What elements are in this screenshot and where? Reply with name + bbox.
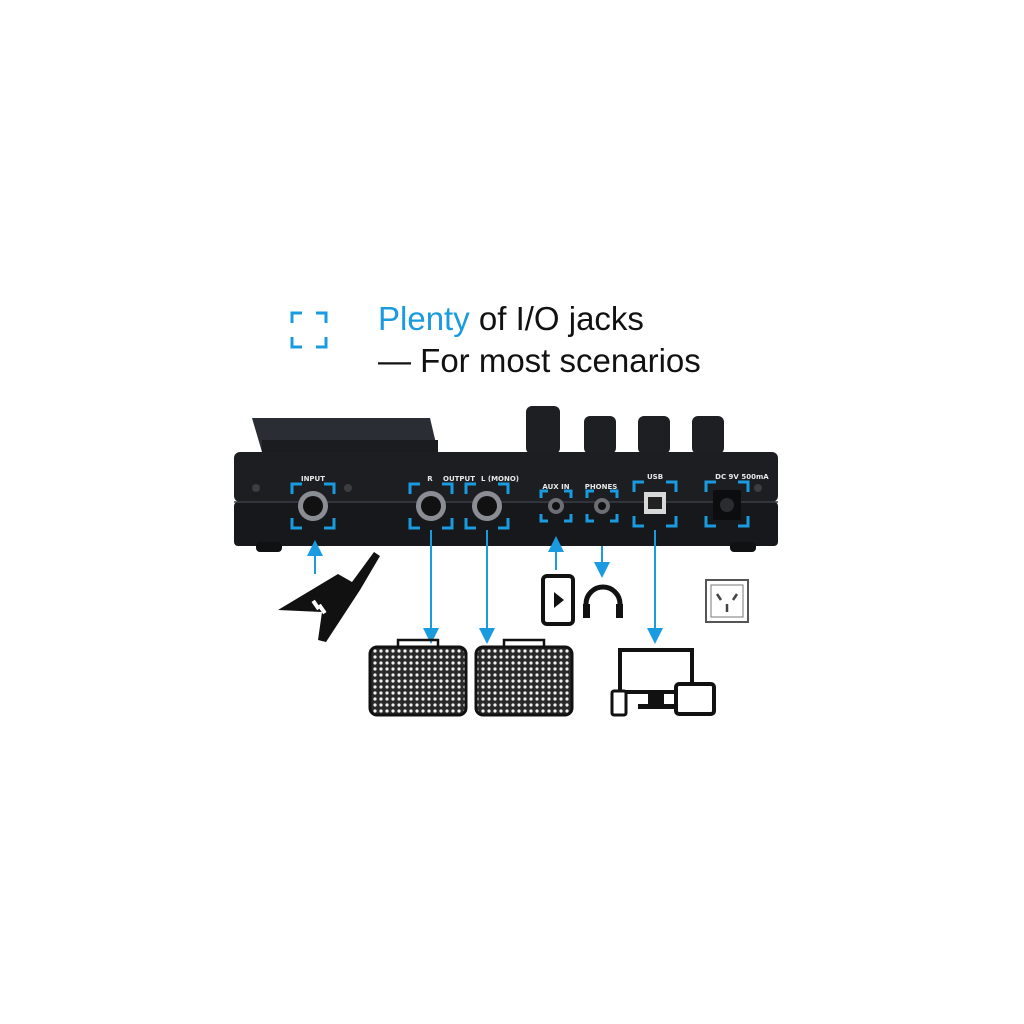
bracket-icon: [290, 311, 328, 349]
guitar-icon: [278, 552, 380, 642]
label-l-mono: L (MONO): [481, 475, 519, 483]
amplifier-icon: [474, 638, 574, 717]
headline-line2: — For most scenarios: [378, 342, 701, 379]
output-r-jack: [416, 491, 446, 521]
phones-jack: [594, 498, 610, 514]
headline-rest: of I/O jacks: [469, 300, 644, 337]
output-l-jack: [472, 491, 502, 521]
multi-effects-pedal: INPUT R OUTPUT L (MONO) AUX IN PHONES US…: [234, 406, 778, 552]
label-r: R: [427, 475, 433, 483]
aux-in-jack: [548, 498, 564, 514]
tablet-icon: [674, 682, 716, 716]
headline: Plenty of I/O jacks — For most scenarios: [378, 298, 701, 382]
knob-large: [526, 406, 560, 454]
label-dc: DC 9V: [715, 473, 739, 481]
phone-icon: [610, 689, 628, 717]
monitor-icon: [618, 648, 694, 709]
connection-arrows: [307, 530, 663, 644]
dc-power-jack: [713, 490, 741, 520]
label-usb: USB: [647, 473, 663, 481]
label-current: 500mA: [741, 473, 769, 481]
label-phones: PHONES: [585, 483, 618, 491]
label-aux-in: AUX IN: [542, 483, 569, 491]
amplifier-icon: [368, 638, 468, 717]
knob-1: [584, 416, 616, 454]
label-input: INPUT: [301, 475, 325, 483]
label-output: OUTPUT: [443, 475, 475, 483]
smartphone-icon: [541, 574, 575, 626]
power-outlet-icon: [705, 579, 749, 623]
input-jack: [298, 491, 328, 521]
headline-accent: Plenty: [378, 300, 470, 337]
usb-port: [644, 492, 666, 514]
headphones-icon: [583, 584, 623, 618]
headline-line1: Plenty of I/O jacks: [378, 298, 701, 340]
knob-3: [692, 416, 724, 454]
knob-2: [638, 416, 670, 454]
